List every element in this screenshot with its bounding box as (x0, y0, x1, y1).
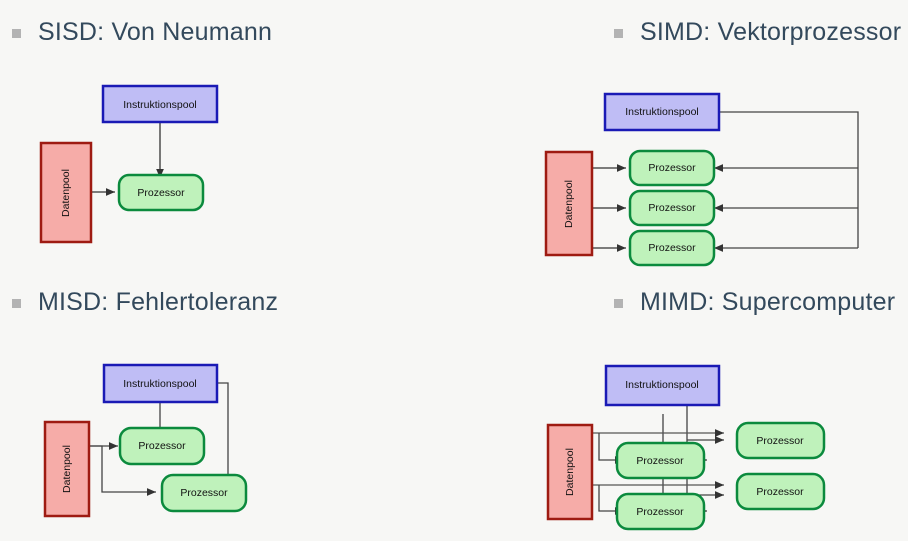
node-label: Prozessor (648, 202, 696, 214)
heading-mimd: MIMD: Supercomputer (614, 288, 895, 317)
node-processor-right-2: Prozessor (735, 472, 826, 511)
node-instruction-pool: Instruktionspool (604, 364, 721, 407)
node-data-pool: Datenpool (544, 150, 594, 257)
square-bullet-icon (12, 29, 21, 38)
heading-misd-label: MISD: Fehlertoleranz (38, 288, 279, 316)
heading-simd: SIMD: Vektorprozessor (614, 18, 901, 47)
heading-mimd-label: MIMD: Supercomputer (640, 288, 896, 316)
node-label: Instruktionspool (123, 378, 197, 390)
diagram-mimd: Instruktionspool Datenpool Prozessor Pro… (454, 270, 908, 541)
diagram-misd: Instruktionspool Datenpool Prozessor Pro… (0, 270, 454, 541)
node-label: Prozessor (180, 487, 228, 499)
quadrant-sisd: SISD: Von Neumann Instruktionspool (0, 0, 454, 270)
node-processor-1: Prozessor (118, 426, 206, 466)
quadrant-simd: SIMD: Vektorprozessor (454, 0, 908, 270)
node-instruction-pool: Instruktionspool (603, 92, 721, 132)
quadrant-misd: MISD: Fehlertoleranz Ins (0, 270, 454, 541)
arrow-data-to-left-processor-1 (598, 433, 624, 464)
node-data-pool: Datenpool (43, 420, 91, 518)
node-processor-left-2: Prozessor (615, 492, 706, 531)
arrow-instruction-to-processor-2 (216, 382, 232, 484)
node-label: Datenpool (564, 448, 576, 496)
heading-misd: MISD: Fehlertoleranz (12, 288, 278, 317)
node-label: Datenpool (563, 180, 575, 228)
node-processor-2: Prozessor (160, 473, 248, 513)
node-label: Prozessor (636, 506, 684, 518)
node-label: Prozessor (138, 440, 186, 452)
diagram-simd: Instruktionspool Datenpool Prozessor Pro… (454, 0, 908, 271)
square-bullet-icon (614, 29, 623, 38)
heading-sisd: SISD: Von Neumann (12, 18, 272, 47)
node-processor-3: Prozessor (628, 229, 716, 267)
node-label: Prozessor (648, 162, 696, 174)
node-label: Instruktionspool (625, 106, 699, 118)
node-instruction-pool: Instruktionspool (102, 363, 219, 404)
node-label: Datenpool (60, 169, 72, 217)
diagram-sisd: Instruktionspool Datenpool Prozessor (0, 0, 454, 271)
square-bullet-icon (614, 299, 623, 308)
node-label: Datenpool (61, 445, 73, 493)
node-data-pool: Datenpool (546, 423, 594, 521)
node-instruction-pool: Instruktionspool (101, 84, 219, 124)
node-processor-left-1: Prozessor (615, 441, 706, 480)
node-label: Instruktionspool (123, 99, 197, 111)
node-label: Prozessor (137, 187, 185, 199)
node-processor-2: Prozessor (628, 189, 716, 227)
arrow-data-to-left-processor-2 (598, 485, 624, 515)
node-label: Instruktionspool (625, 379, 699, 391)
bus-instruction (710, 111, 859, 248)
quadrant-mimd: MIMD: Supercomputer (454, 270, 908, 541)
node-data-pool: Datenpool (39, 141, 93, 244)
node-label: Prozessor (756, 486, 804, 498)
node-processor-right-1: Prozessor (735, 421, 826, 460)
node-processor-1: Prozessor (117, 173, 205, 212)
square-bullet-icon (12, 299, 21, 308)
heading-sisd-label: SISD: Von Neumann (38, 18, 273, 46)
node-label: Prozessor (756, 435, 804, 447)
node-label: Prozessor (648, 242, 696, 254)
heading-simd-label: SIMD: Vektorprozessor (640, 18, 902, 46)
node-label: Prozessor (636, 455, 684, 467)
node-processor-1: Prozessor (628, 149, 716, 187)
